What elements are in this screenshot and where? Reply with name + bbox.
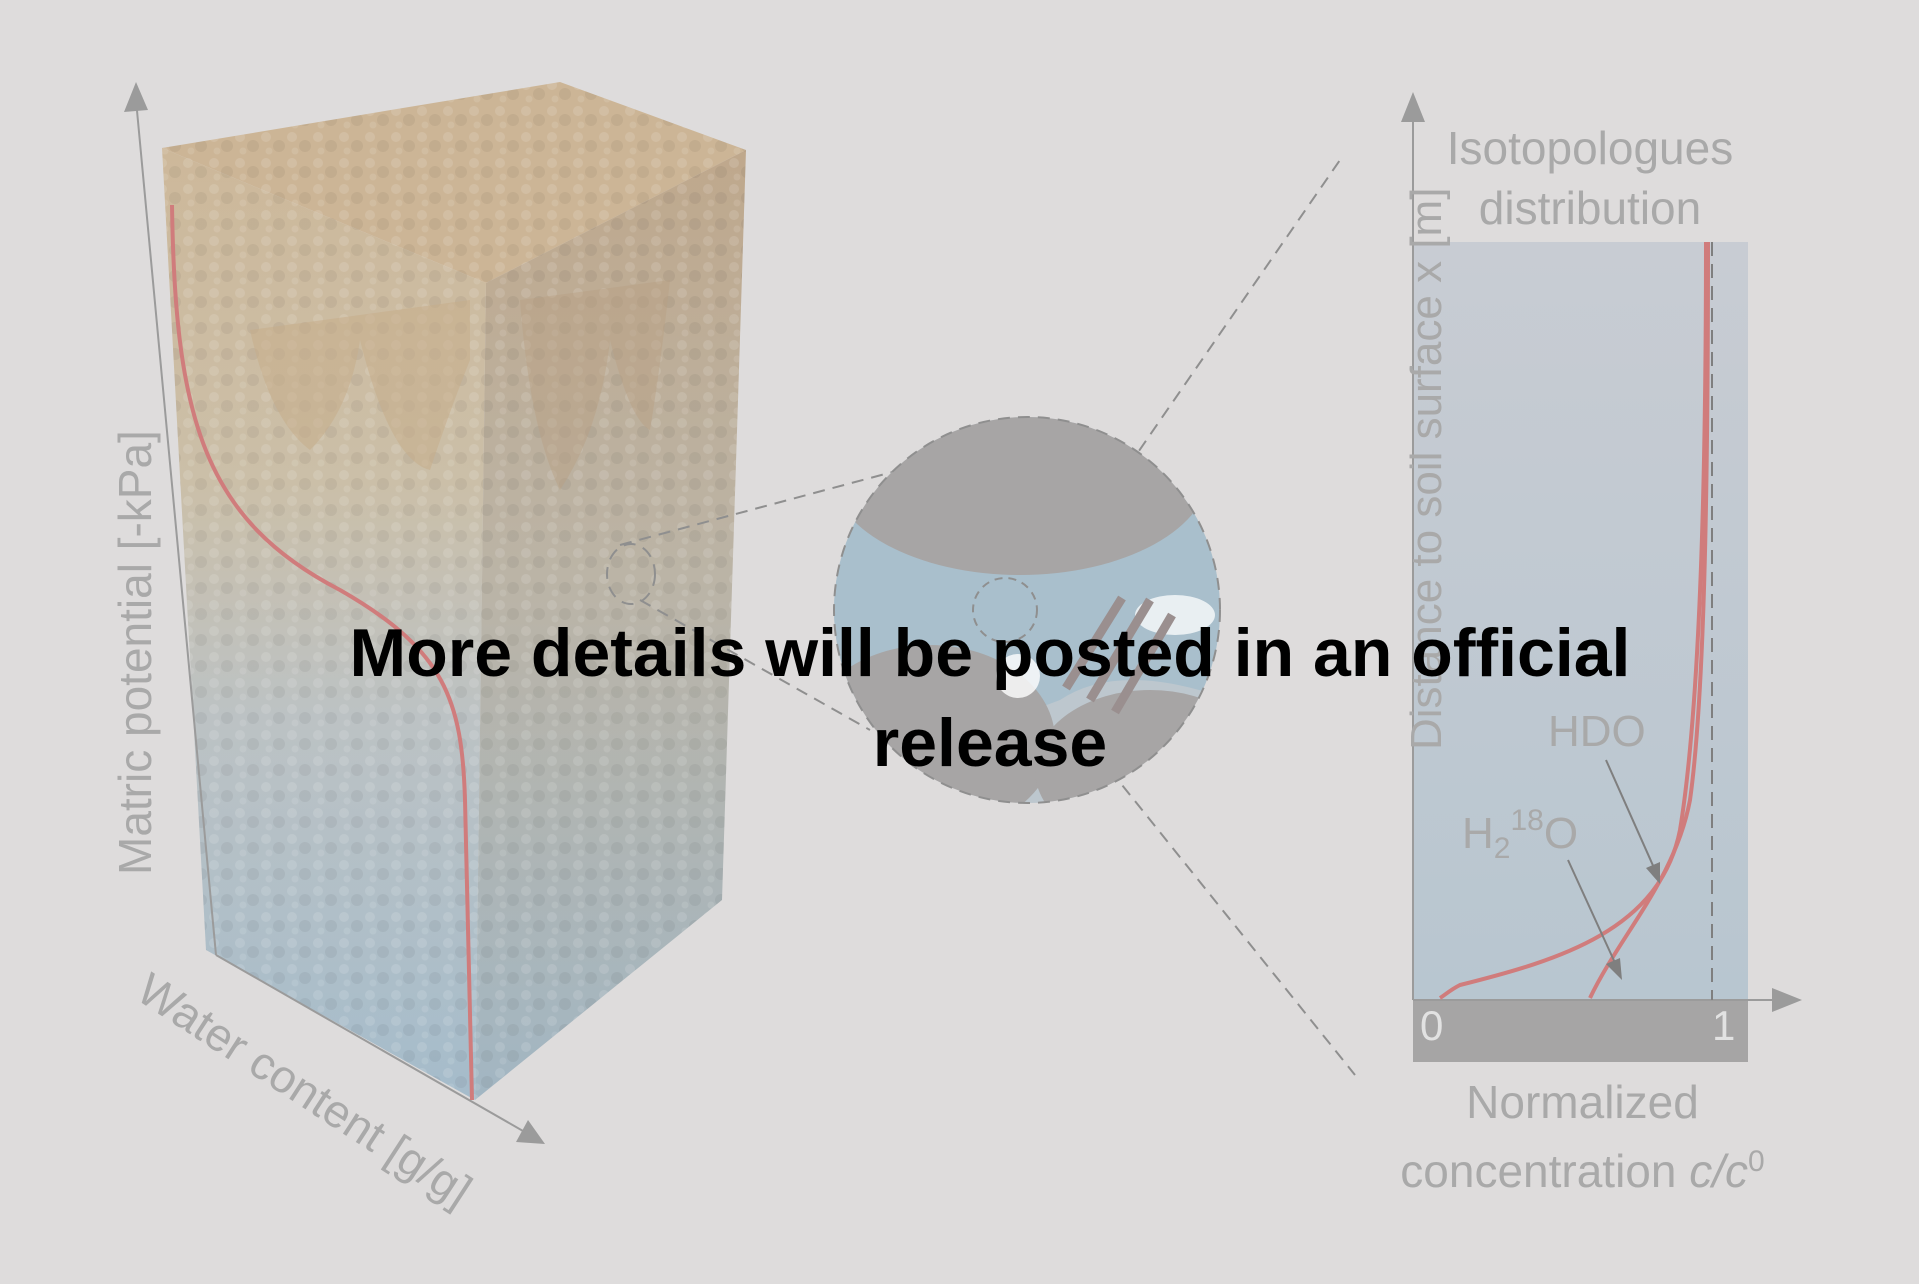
concentration-superscript: 0 [1748, 1145, 1765, 1178]
release-notice-line1: More details will be posted in an offici… [349, 615, 1631, 691]
air-pocket-right [1135, 595, 1215, 635]
matric-potential-axis [135, 99, 217, 956]
zoom-line-lower [639, 599, 871, 731]
pore-circle-outline [833, 416, 1221, 804]
h2-18o-pointer-head [1606, 958, 1622, 980]
release-notice-line2: release [872, 705, 1108, 781]
isotope-panel [1401, 92, 1802, 1062]
distance-axis-arrowhead [1401, 92, 1425, 122]
soil-grain-top [834, 417, 1210, 575]
h2-18o-profile-curve [1438, 241, 1708, 1000]
soil-column-axes [124, 82, 545, 1144]
pore-zoom-marker [972, 577, 1038, 643]
isotope-panel-title-line2: distribution [1478, 182, 1702, 234]
h2o-tail: O [1543, 809, 1579, 858]
hdo-pointer [1605, 759, 1656, 871]
concentration-axis-label-line1: Normalized [1466, 1076, 1699, 1128]
h2-18o-pointer [1567, 859, 1617, 966]
air-bubble [996, 654, 1040, 698]
concentration-axis-arrowhead [1772, 988, 1802, 1012]
soil-water-drips-side [520, 280, 670, 490]
water-retention-curve [170, 204, 474, 1101]
hdo-profile-curve [1588, 241, 1710, 999]
zoom-line-panel-upper [1104, 159, 1341, 501]
hdo-series-label: HDO [1548, 707, 1646, 756]
zoom-connectors [606, 159, 1356, 1076]
hdo-pointer-head [1646, 862, 1660, 884]
hatched-grain [1062, 595, 1176, 715]
release-notice: More details will be posted in an offici… [240, 608, 1740, 788]
soil-column [162, 82, 746, 1100]
matric-potential-axis-label: Matric potential [-kPa] [109, 430, 161, 875]
concentration-axis-label: Normalized concentration c/c0 [1385, 1072, 1780, 1201]
isotope-panel-background [1413, 242, 1748, 1000]
tick-label-0: 0 [1420, 1002, 1444, 1049]
soil-water-drips [250, 300, 470, 470]
matric-axis-arrowhead [124, 82, 148, 112]
isotope-base-bar [1413, 1000, 1748, 1062]
concentration-text: concentration [1400, 1145, 1690, 1197]
isotope-panel-title-line1: Isotopologues [1446, 122, 1734, 174]
water-content-axis [215, 954, 531, 1136]
h2-18o-series-label: H218O [1462, 806, 1578, 864]
isotope-panel-title: Isotopologues distribution [1415, 118, 1765, 238]
concentration-variable: c/c [1689, 1145, 1749, 1197]
concentration-axis-label-line2: concentration c/c0 [1385, 1132, 1780, 1201]
h2o-superscript: 18 [1510, 804, 1544, 837]
water-content-axis-arrowhead [516, 1120, 545, 1144]
tick-label-1: 1 [1712, 1002, 1736, 1049]
zoom-source-ellipse [606, 543, 656, 605]
zoom-line-panel-lower [1109, 769, 1356, 1076]
zoom-line-upper [619, 469, 901, 546]
h2o-subscript: 2 [1493, 832, 1511, 865]
h2o-base: H [1462, 809, 1494, 858]
soil-column-texture [162, 82, 746, 1100]
